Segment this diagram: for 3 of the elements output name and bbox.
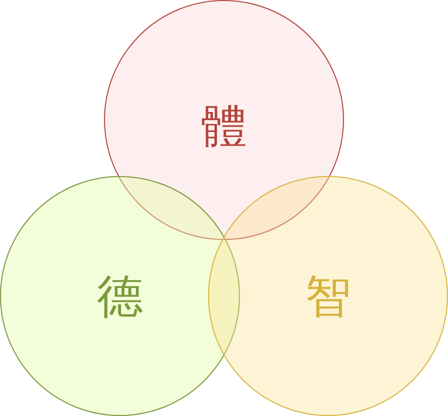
circle-label: 德 — [97, 273, 143, 319]
circle-label: 體 — [201, 103, 247, 149]
circle-label: 智 — [305, 273, 351, 319]
